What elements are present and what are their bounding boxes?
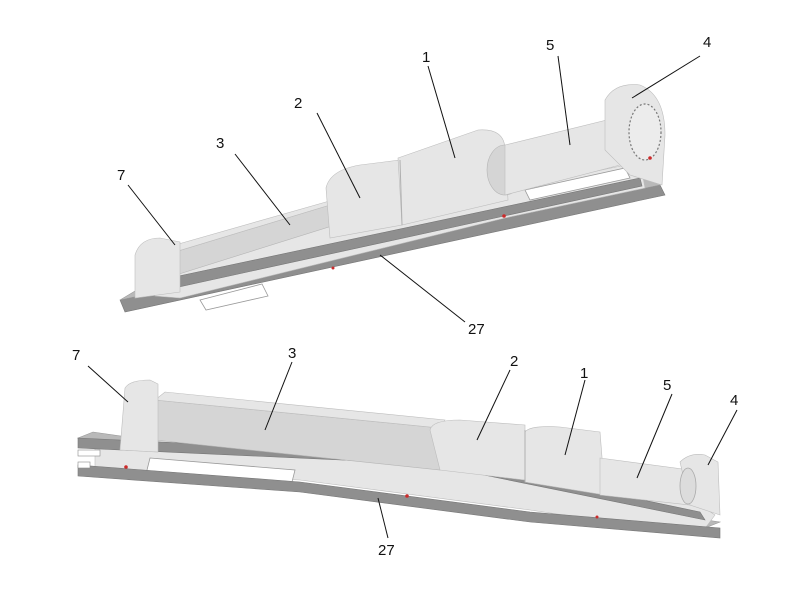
top-leader-1 — [427, 65, 456, 159]
bottom-leader-3 — [264, 361, 293, 431]
bottom-leader-27 — [377, 497, 389, 539]
top-leader-27 — [379, 254, 466, 323]
bottom-marker-b — [405, 494, 409, 498]
bottom-leader-1 — [564, 379, 586, 456]
top-leader-2 — [316, 112, 361, 199]
bottom-label-27: 27 — [378, 542, 395, 559]
top-base-slot-left — [199, 283, 269, 311]
top-end-block-7 — [134, 237, 181, 299]
bottom-marker-c — [595, 515, 599, 519]
bottom-label-5: 5 — [663, 377, 671, 394]
bottom-label-3: 3 — [288, 345, 296, 362]
top-base-slot-right — [524, 167, 631, 201]
top-label-4: 4 — [703, 34, 711, 51]
bottom-view: 1 2 3 4 5 7 27 — [72, 345, 738, 559]
bottom-label-1: 1 — [580, 365, 588, 382]
top-block-2 — [325, 159, 403, 239]
top-label-3: 3 — [216, 135, 224, 152]
bottom-label-4: 4 — [730, 392, 738, 409]
top-block-divider — [399, 159, 403, 226]
top-marker-b — [648, 156, 652, 160]
bottom-marker-a — [124, 465, 128, 469]
top-leader-3 — [234, 153, 291, 226]
top-marker-a — [502, 214, 506, 218]
top-view: 1 2 3 4 5 7 27 — [117, 34, 711, 338]
bottom-label-2: 2 — [510, 353, 518, 370]
top-leader-5 — [557, 55, 571, 146]
top-label-1: 1 — [422, 49, 430, 66]
bottom-head-face — [679, 467, 697, 505]
bottom-leader-4 — [707, 409, 738, 466]
bottom-front-rail — [77, 464, 721, 539]
bottom-label-7: 7 — [72, 347, 80, 364]
top-leader-7 — [127, 184, 176, 246]
bottom-end-block-7 — [119, 379, 159, 453]
top-leader-4 — [631, 55, 701, 99]
bottom-notch-a — [77, 449, 101, 457]
top-marker-c — [331, 266, 335, 270]
bottom-body-3-top — [154, 391, 446, 429]
top-label-7: 7 — [117, 167, 125, 184]
top-head-disc — [628, 103, 662, 161]
bottom-leader-5 — [636, 393, 673, 479]
top-label-5: 5 — [546, 37, 554, 54]
top-label-2: 2 — [294, 95, 302, 112]
bottom-leader-7 — [87, 365, 129, 403]
bottom-leader-2 — [476, 369, 511, 441]
top-label-27: 27 — [468, 321, 485, 338]
bottom-notch-b — [77, 461, 91, 469]
